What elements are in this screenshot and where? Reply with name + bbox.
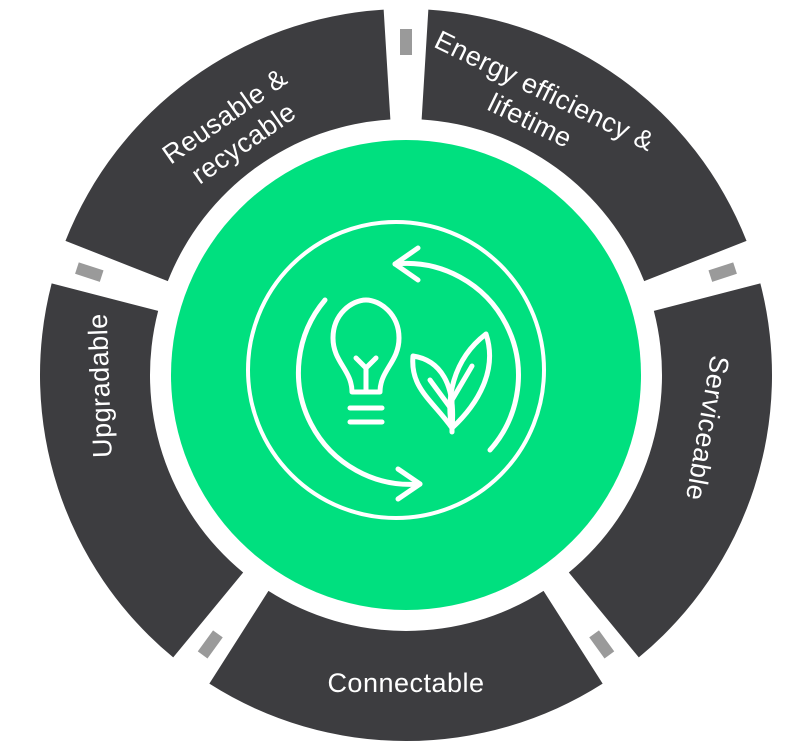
segment-upgradable bbox=[40, 283, 244, 658]
segment-serviceable bbox=[568, 283, 772, 658]
cycle-arrows-icon bbox=[246, 220, 546, 520]
ring-segments bbox=[40, 9, 772, 741]
segment-connectors bbox=[75, 29, 737, 659]
segment-reusable bbox=[65, 9, 391, 282]
connector-bar bbox=[589, 630, 615, 659]
center-disc bbox=[171, 140, 641, 610]
segment-connectable bbox=[209, 590, 603, 741]
segment-label-upgradable: Upgradable bbox=[83, 313, 118, 459]
connector-bar bbox=[708, 262, 737, 282]
segment-label-connectable: Connectable bbox=[327, 668, 484, 698]
lightbulb-icon bbox=[330, 297, 402, 425]
segment-label-line: Upgradable bbox=[83, 313, 118, 459]
connector-bar bbox=[197, 630, 223, 659]
segment-energy bbox=[421, 9, 747, 282]
center-circle bbox=[171, 140, 641, 610]
segment-label-line: Connectable bbox=[327, 668, 484, 698]
leaf-icon bbox=[410, 331, 493, 435]
connector-bar bbox=[75, 262, 104, 282]
